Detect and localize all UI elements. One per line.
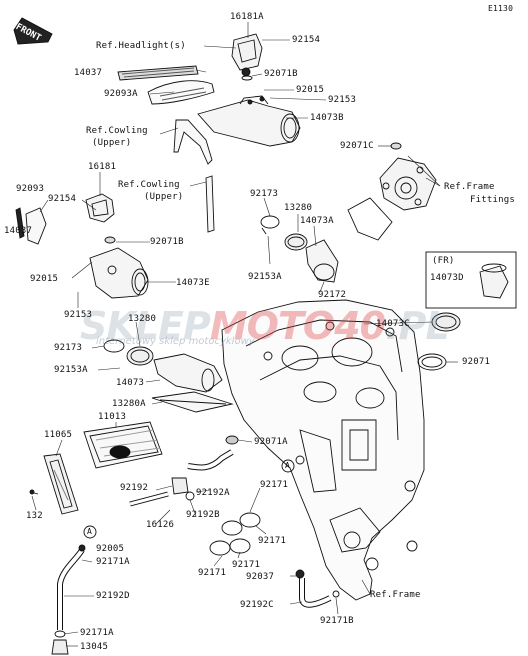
label-92173-upper: 92173 [250,189,279,199]
label-11013: 11013 [98,412,127,422]
label-92071: 92071 [462,357,491,367]
clamps-92171 [209,512,261,556]
label-13280a: 13280A [112,399,146,409]
grommet-92071a [225,435,239,445]
hose-92192a [187,449,234,471]
label-92192a: 92192A [196,488,230,498]
bracket-16181a [231,33,263,81]
main-frame [221,299,425,601]
watermark-tagline: internetowy sklep motocyklowy [96,336,255,347]
label-92005: 92005 [96,544,125,554]
label-14073a: 14073A [300,216,334,226]
label-16181: 16181 [88,162,117,172]
label-circle-a: A [285,461,291,470]
reference-circle-a [281,459,295,473]
label-ref-frame-fittings: Ref.Frame [444,182,495,192]
label-ref-cowling-upper-1: Ref.Cowling [86,126,148,136]
drain-hose-92192d [51,544,86,655]
label-132: 132 [26,511,43,521]
label-92153a-upper: 92153A [248,272,282,282]
frame-fitting-bracket [379,157,437,211]
label-13280-upper: 13280 [284,203,313,213]
label-14073e: 14073E [176,278,210,288]
label-92171-bottom-right: 92171 [232,560,261,570]
label-14073b: 14073B [310,113,344,123]
label-92171-upper: 92171 [260,480,289,490]
label-13280-lower: 13280 [128,314,157,324]
duct-14073a [305,239,339,283]
label-92093: 92093 [16,184,45,194]
label-92071c: 92071C [340,141,374,151]
label-92171-bottom-left: 92171 [198,568,227,578]
filter-pad-14037-top [117,65,199,81]
seal-13280-upper [284,233,308,251]
label-ref-frame-fittings-b: Fittings [470,195,515,205]
label-14073c: 14073C [376,319,410,329]
filter-plate [347,197,393,241]
label-92192b: 92192B [186,510,220,520]
label-92171a-bottom: 92171A [80,628,114,638]
duct-14073 [153,353,223,393]
label-92153-left: 92153 [64,310,93,320]
fitting-16126 [129,477,195,507]
reference-circle-a-left [83,525,97,539]
label-11065: 11065 [44,430,73,440]
label-92192: 92192 [120,483,149,493]
label-92071a: 92071A [254,437,288,447]
label-ref-frame: Ref.Frame [370,590,421,600]
ring-92071 [417,353,447,371]
label-92015: 92015 [296,85,325,95]
duct-14073d [479,263,509,299]
label-92153: 92153 [328,95,357,105]
label-16181a: 16181A [230,12,264,22]
label-92173-lower: 92173 [54,343,83,353]
label-16126: 16126 [146,520,175,530]
label-92037: 92037 [246,572,275,582]
cover-92093 [25,207,47,245]
label-92153a-lower: 92153A [54,365,88,375]
label-circle-a-left: A [87,527,93,536]
label-13045: 13045 [80,642,109,652]
air-filter-11013 [83,421,163,469]
label-92093a: 92093A [104,89,138,99]
label-92071b-left: 92071B [150,237,184,247]
label-14037: 14037 [74,68,103,78]
label-ref-cowling-upper-1b: (Upper) [92,138,132,148]
label-92192c: 92192C [240,600,274,610]
label-ref-headlight: Ref.Headlight(s) [96,41,186,51]
cowling-bracket-upper [173,119,213,165]
bracket-16181 [85,193,116,244]
label-92015-left: 92015 [30,274,59,284]
gasket-11065 [43,453,79,515]
label-92171b: 92171B [320,616,354,626]
label-ref-cowling-upper-2: Ref.Cowling [118,180,180,190]
label-92192d: 92192D [96,591,130,601]
label-ref-cowling-upper-2b: (Upper) [144,192,184,202]
front-arrow-icon [13,17,53,45]
label-14037-left: 14037 [4,226,33,236]
label-14073: 14073 [116,378,145,388]
label-92071b: 92071B [264,69,298,79]
clamp-92173-upper [260,215,280,235]
fr-inset-box [425,251,517,309]
diagram-id: E1130 [488,4,514,13]
hose-92192c [295,569,340,608]
label-92172: 92172 [318,290,347,300]
label-92154: 92154 [292,35,321,45]
seal-13280-lower [126,346,154,366]
label-92171-right: 92171 [258,536,287,546]
label-fr-box: (FR) [432,256,455,266]
label-92154-left: 92154 [48,194,77,204]
watermark-brand: SKLEPMOTO40.PL [80,304,450,348]
duct-14073e [89,247,149,299]
label-14073d: 14073D [430,273,464,283]
duct-14073b [197,95,301,147]
label-92171a: 92171A [96,557,130,567]
